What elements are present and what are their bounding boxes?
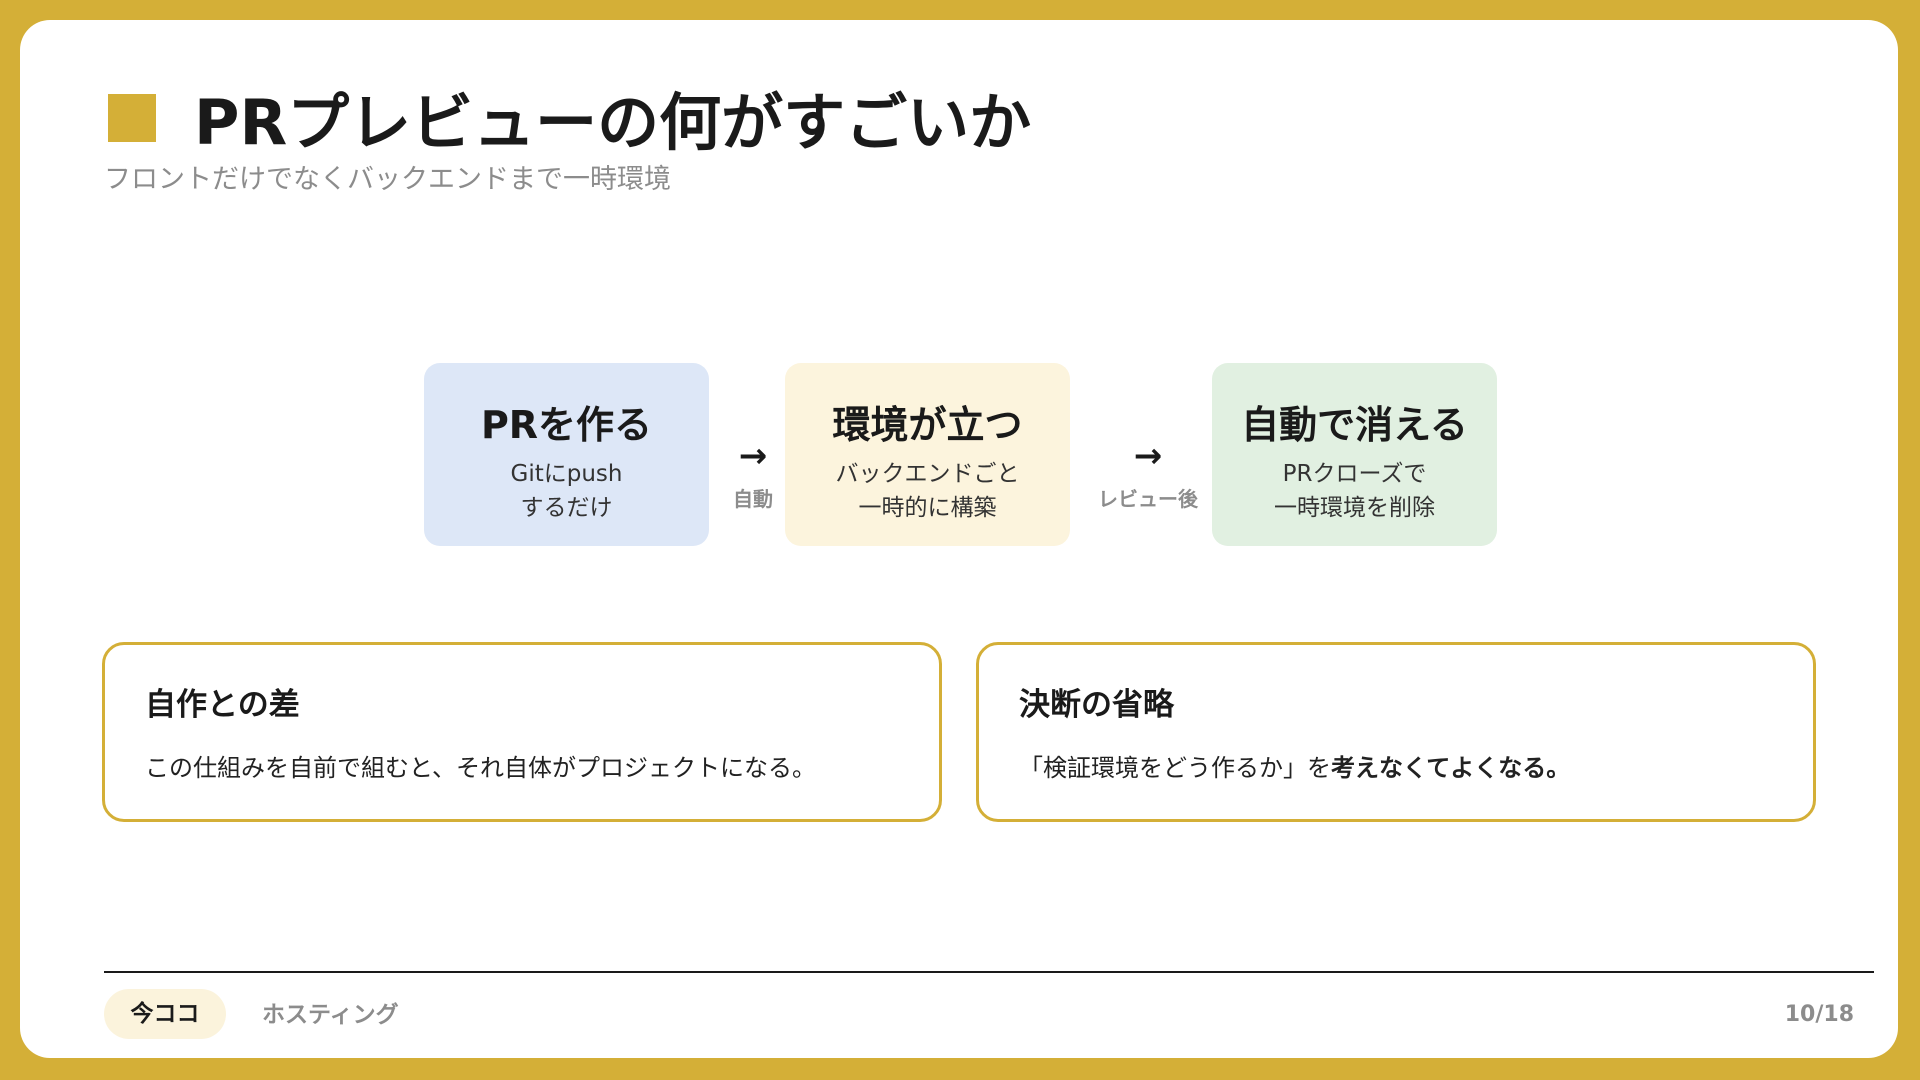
- arrow-label: レビュー後: [1098, 487, 1198, 511]
- title-marker: [108, 94, 156, 142]
- card-body: 「検証環境をどう作るか」を考えなくてよくなる。: [1019, 752, 1570, 784]
- card-body-emphasis: 考えなくてよくなる。: [1331, 754, 1571, 782]
- flow-step-desc-line: 一時的に構築: [858, 495, 997, 521]
- right-arrow-icon: →: [1133, 436, 1163, 476]
- flow-step-desc-line: バックエンドごと: [835, 461, 1020, 487]
- page-number: 10/18: [1784, 1002, 1854, 1027]
- card-body: この仕組みを自前で組むと、それ自体がプロジェクトになる。: [145, 754, 817, 782]
- card-title: 決断の省略: [1019, 687, 1174, 723]
- card-decision-skip: 決断の省略 「検証環境をどう作るか」を考えなくてよくなる。: [976, 642, 1816, 822]
- slide: PRプレビューの何がすごいか フロントだけでなくバックエンドまで一時環境 PRを…: [20, 20, 1898, 1058]
- card-body-normal: 「検証環境をどう作るか」を: [1019, 754, 1331, 782]
- card-title: 自作との差: [145, 687, 300, 723]
- flow-step-desc-line: するだけ: [520, 495, 613, 521]
- flow-step-desc-line: Gitにpush: [510, 461, 623, 487]
- flow-step-desc-line: 一時環境を削除: [1274, 495, 1435, 521]
- flow-step-title: 環境が立つ: [832, 403, 1023, 447]
- footer-section-label: ホスティング: [262, 1002, 399, 1028]
- flow-step-desc: Gitにpush するだけ: [424, 457, 709, 525]
- page-subtitle: フロントだけでなくバックエンドまで一時環境: [104, 164, 671, 195]
- current-section-badge: 今ココ: [104, 989, 226, 1039]
- flow-step-title: 自動で消える: [1241, 403, 1468, 447]
- page-title: PRプレビューの何がすごいか: [194, 86, 1032, 159]
- flow-step-desc: バックエンドごと 一時的に構築: [785, 457, 1070, 525]
- flow-step-create-pr: PRを作る Gitにpush するだけ: [424, 363, 709, 546]
- flow-step-desc-line: PRクローズで: [1282, 461, 1427, 487]
- flow-step-auto-delete: 自動で消える PRクローズで 一時環境を削除: [1212, 363, 1497, 546]
- footer-divider: [104, 971, 1874, 973]
- flow-step-env-up: 環境が立つ バックエンドごと 一時的に構築: [785, 363, 1070, 546]
- arrow-label: 自動: [733, 487, 773, 511]
- right-arrow-icon: →: [738, 436, 768, 476]
- card-diy-difference: 自作との差 この仕組みを自前で組むと、それ自体がプロジェクトになる。: [102, 642, 942, 822]
- flow-step-title: PRを作る: [480, 403, 653, 447]
- flow-step-desc: PRクローズで 一時環境を削除: [1212, 457, 1497, 525]
